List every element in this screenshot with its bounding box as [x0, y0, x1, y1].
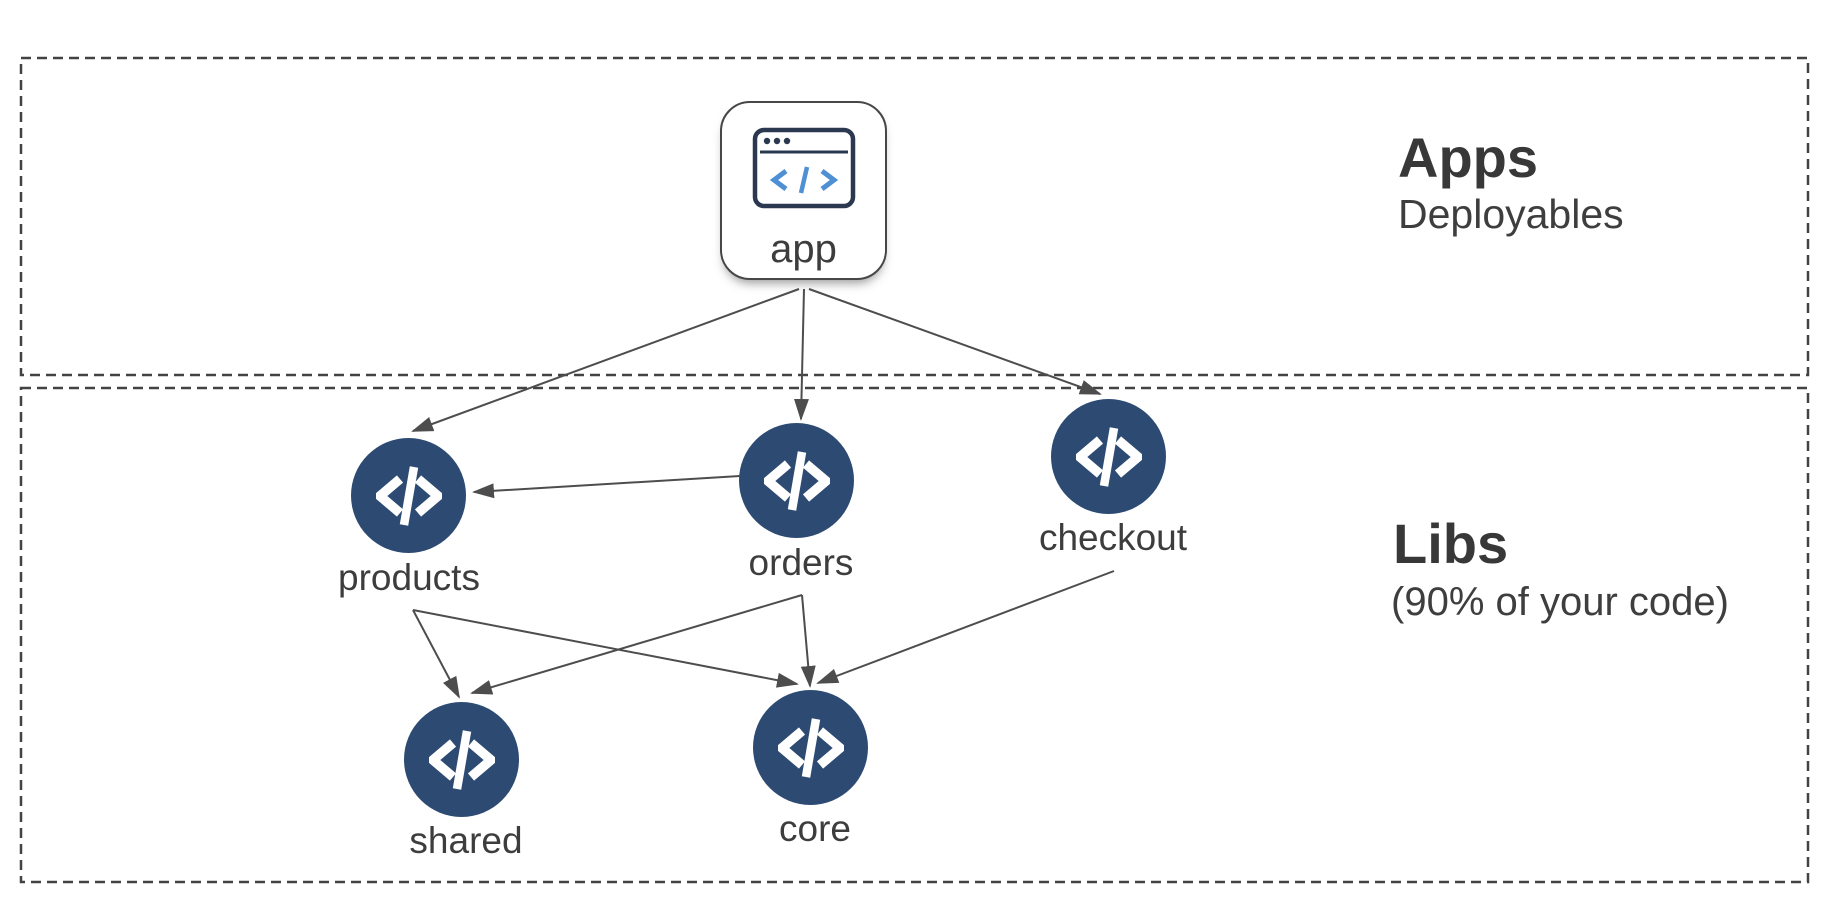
apps-section-title: Apps [1398, 126, 1538, 189]
code-icon [375, 465, 442, 526]
node-products-label: products [338, 557, 480, 598]
code-icon [428, 729, 495, 790]
apps-section-subtitle: Deployables [1398, 191, 1624, 237]
code-icon [777, 717, 844, 778]
node-core [753, 690, 868, 805]
node-app: app [720, 101, 887, 280]
code-icon [1075, 426, 1142, 487]
node-products [351, 438, 466, 553]
node-orders-label: orders [748, 542, 854, 583]
node-app-label: app [770, 227, 837, 271]
node-shared [404, 702, 519, 817]
libs-section-subtitle: (90% of your code) [1391, 580, 1729, 624]
node-orders [739, 423, 854, 538]
libs-section-title: Libs [1393, 512, 1509, 575]
node-checkout [1051, 399, 1166, 514]
node-core-label: core [779, 808, 851, 849]
code-icon [763, 450, 830, 511]
browser-code-icon [752, 127, 856, 209]
node-checkout-label: checkout [1038, 517, 1188, 558]
node-shared-label: shared [409, 820, 523, 861]
libs-section-border [19, 386, 1810, 884]
